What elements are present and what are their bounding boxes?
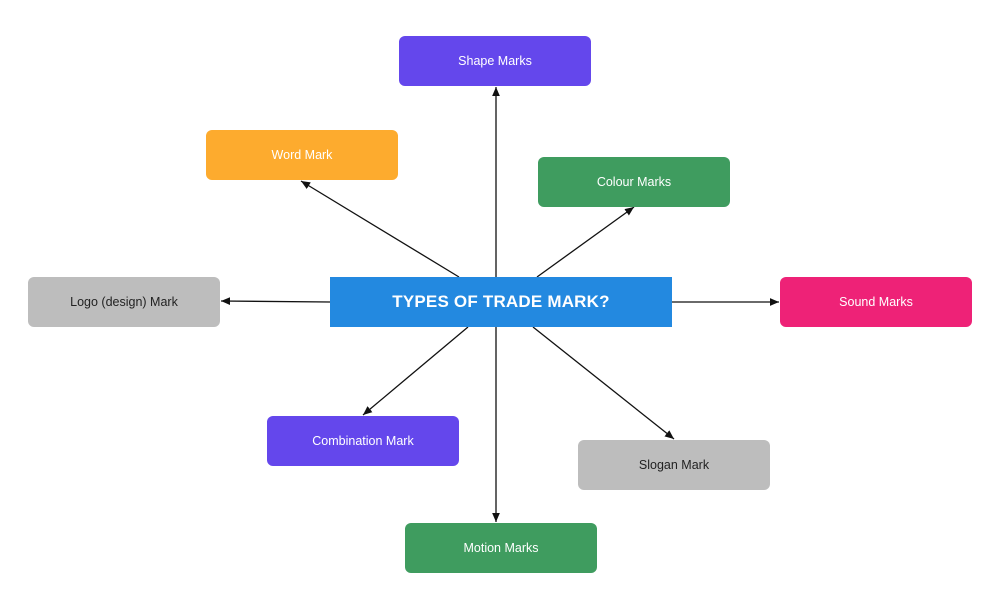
node-label: Slogan Mark bbox=[638, 458, 710, 472]
node-shape-marks: Shape Marks bbox=[399, 36, 591, 86]
node-label: Motion Marks bbox=[463, 541, 539, 555]
node-word-mark: Word Mark bbox=[206, 130, 398, 180]
arrow-to-combination-mark bbox=[362, 326, 469, 416]
node-motion-marks: Motion Marks bbox=[405, 523, 597, 573]
node-colour-marks: Colour Marks bbox=[538, 157, 730, 207]
node-slogan-mark: Slogan Mark bbox=[578, 440, 770, 490]
arrow-to-logo-mark bbox=[220, 297, 331, 305]
central-topic-label: TYPES OF TRADE MARK? bbox=[392, 292, 610, 311]
node-sound-marks: Sound Marks bbox=[780, 277, 972, 327]
node-label: Word Mark bbox=[271, 148, 333, 162]
node-label: Shape Marks bbox=[458, 54, 532, 68]
central-topic: TYPES OF TRADE MARK? bbox=[330, 277, 672, 327]
node-label: Colour Marks bbox=[596, 175, 672, 189]
arrow-to-slogan-mark bbox=[532, 326, 675, 440]
node-label: Combination Mark bbox=[312, 434, 414, 448]
node-label: Sound Marks bbox=[839, 295, 913, 309]
node-label: Logo (design) Mark bbox=[70, 295, 178, 309]
node-combination-mark: Combination Mark bbox=[267, 416, 459, 466]
node-logo-mark: Logo (design) Mark bbox=[28, 277, 220, 327]
arrow-to-word-mark bbox=[300, 180, 460, 278]
arrow-to-colour-marks bbox=[536, 206, 635, 278]
